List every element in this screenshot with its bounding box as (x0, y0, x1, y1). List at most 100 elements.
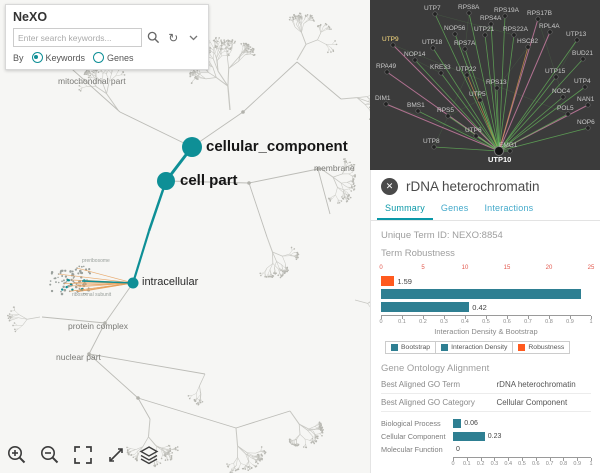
refresh-icon[interactable]: ↻ (168, 30, 179, 45)
network-hub-label[interactable]: UTP10 (488, 155, 512, 164)
subnetwork-canvas[interactable] (370, 0, 600, 170)
network-node-label[interactable]: RPS19A (494, 7, 519, 14)
network-node-label[interactable]: HSC82 (517, 38, 538, 45)
tree-node-label[interactable]: intracellular (142, 276, 199, 288)
network-node[interactable] (473, 133, 479, 139)
tree-node-label[interactable]: cell part (180, 172, 238, 189)
network-node[interactable] (585, 125, 591, 131)
network-node[interactable] (466, 10, 472, 16)
network-node-label[interactable]: KRE33 (430, 64, 451, 71)
tree-node-label[interactable]: cellular_component (206, 138, 348, 155)
network-node[interactable] (488, 21, 494, 27)
network-node[interactable] (502, 13, 508, 19)
network-node[interactable] (553, 74, 559, 80)
network-node[interactable] (525, 44, 531, 50)
network-node-label[interactable]: DIM1 (375, 95, 391, 102)
zoom-out-button[interactable] (39, 443, 63, 467)
network-node[interactable] (511, 32, 517, 38)
network-node-label[interactable]: NOP56 (444, 25, 466, 32)
network-node[interactable] (482, 32, 488, 38)
network-node-label[interactable]: UTP18 (422, 39, 443, 46)
tree-node-circle[interactable] (127, 277, 139, 289)
network-node[interactable] (464, 72, 470, 78)
tab-genes[interactable]: Genes (440, 203, 469, 213)
network-node-label[interactable]: NOP6 (577, 119, 595, 126)
network-node-label[interactable]: NAN1 (577, 96, 595, 103)
network-node-label[interactable]: RPL4A (539, 23, 560, 30)
network-node-label[interactable]: POL5 (557, 105, 574, 112)
network-node[interactable] (582, 84, 588, 90)
tab-summary[interactable]: Summary (377, 199, 433, 220)
radio-keywords[interactable]: Keywords (31, 52, 85, 63)
network-node-label[interactable]: UTP15 (545, 68, 566, 75)
network-node[interactable] (384, 69, 390, 75)
network-node-label[interactable]: RPS13 (486, 79, 507, 86)
network-node-label[interactable]: UTP7 (424, 5, 441, 12)
subnetwork-panel[interactable]: UTP7 RPS8A RPS19A RPS17B RPS4A NOP56 UTP21 RPS2… (370, 0, 600, 170)
network-node-label[interactable]: BUD21 (572, 50, 593, 57)
network-node[interactable] (507, 148, 513, 154)
network-node[interactable] (477, 97, 483, 103)
network-node[interactable] (535, 16, 541, 22)
tree-node-label[interactable]: ribosomal subunit (72, 292, 112, 298)
network-node[interactable] (580, 56, 586, 62)
network-node-label[interactable]: RPS5 (437, 107, 454, 114)
tree-node-circle[interactable] (157, 172, 175, 190)
tree-node-label[interactable]: membrane (314, 163, 355, 173)
tree-node-label[interactable]: protein complex (68, 321, 129, 331)
network-node[interactable] (574, 37, 580, 43)
network-node[interactable] (412, 57, 418, 63)
network-node-label[interactable]: UTP4 (574, 78, 591, 85)
search-input[interactable] (13, 28, 142, 47)
radio-genes-dot[interactable] (93, 52, 105, 63)
network-node[interactable] (462, 46, 468, 52)
network-node[interactable] (383, 101, 389, 107)
radio-keywords-dot[interactable] (31, 52, 43, 63)
network-node-label[interactable]: UTP5 (469, 91, 486, 98)
network-node-label[interactable]: UTP22 (456, 66, 477, 73)
network-node[interactable] (585, 102, 591, 108)
network-node-label[interactable]: BMS1 (407, 102, 425, 109)
network-node[interactable] (560, 94, 566, 100)
close-icon[interactable]: ✕ (381, 178, 398, 195)
tree-node-label[interactable]: mitochondrial part (58, 76, 126, 86)
chevron-down-icon[interactable] (185, 30, 201, 46)
network-node-label[interactable]: UTP8 (423, 138, 440, 145)
network-hub-node[interactable] (494, 146, 504, 156)
network-node-label[interactable]: RPS4A (480, 15, 502, 22)
network-node-label[interactable]: RPS22A (503, 26, 528, 33)
tab-interactions[interactable]: Interactions (484, 203, 534, 213)
network-node-label[interactable]: UTP13 (566, 31, 587, 38)
network-node-label[interactable]: NOP14 (404, 51, 426, 58)
tree-node-label[interactable]: preribosome (82, 258, 110, 264)
tree-node-circle[interactable] (182, 137, 202, 157)
network-node[interactable] (494, 85, 500, 91)
network-node-label[interactable]: EMG1 (499, 142, 518, 149)
network-node[interactable] (432, 11, 438, 17)
network-node-label[interactable]: UTP21 (474, 26, 495, 33)
radio-genes[interactable]: Genes (93, 52, 134, 63)
network-node[interactable] (438, 70, 444, 76)
tree-node-label[interactable]: nuclear part (56, 352, 101, 362)
network-node[interactable] (390, 42, 396, 48)
zoom-in-button[interactable] (6, 443, 30, 467)
search-icon[interactable] (146, 30, 162, 46)
network-node[interactable] (430, 45, 436, 51)
fit-to-screen-button[interactable] (72, 443, 96, 467)
network-node-label[interactable]: UTP6 (465, 127, 482, 134)
ontology-tree-canvas[interactable] (0, 0, 370, 473)
network-node[interactable] (565, 111, 571, 117)
network-node-label[interactable]: UTP9 (382, 36, 399, 43)
network-node[interactable] (415, 108, 421, 114)
network-node-label[interactable]: RPS7A (454, 40, 476, 47)
network-node-label[interactable]: RPS17B (527, 10, 552, 17)
network-node[interactable] (547, 29, 553, 35)
network-node-label[interactable]: RPA49 (376, 63, 397, 70)
network-node[interactable] (431, 144, 437, 150)
network-node-label[interactable]: NOC4 (552, 88, 571, 95)
network-node[interactable] (452, 31, 458, 37)
expand-diagonal-button[interactable] (105, 443, 129, 467)
network-node-label[interactable]: RPS8A (458, 4, 480, 11)
network-node[interactable] (445, 113, 451, 119)
